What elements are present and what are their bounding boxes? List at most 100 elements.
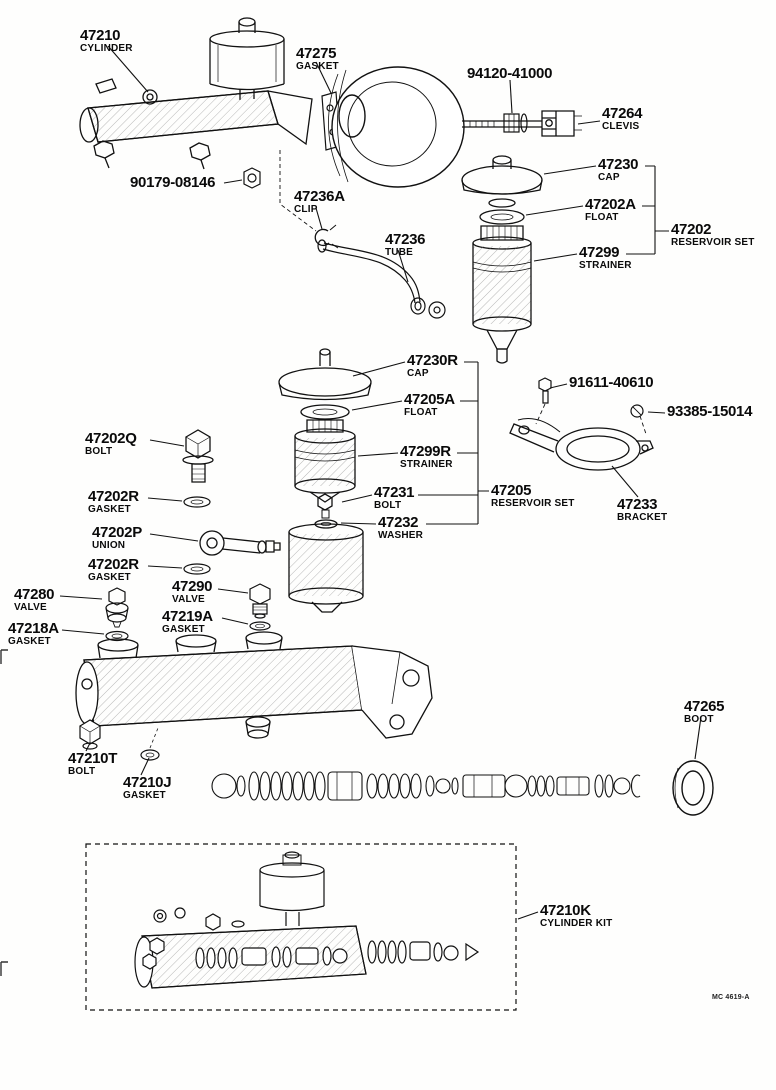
part-number: 47230 <box>598 156 639 173</box>
part-name: CAP <box>407 368 429 379</box>
part-label-93385-15014: 93385-15014 <box>667 404 752 419</box>
part-number: 47299R <box>400 443 451 460</box>
part-name: GASKET <box>296 61 339 72</box>
part-label-47202r-1: 47202R GASKET <box>88 489 139 516</box>
part-name: STRAINER <box>579 260 632 271</box>
part-number: 47290 <box>172 578 213 595</box>
part-name: CAP <box>598 172 620 183</box>
part-number: 47205 <box>491 482 532 499</box>
bracket-47233-drawing <box>509 418 654 471</box>
piston-assembly-drawing <box>211 771 641 801</box>
part-number: 90179-08146 <box>130 174 216 191</box>
part-label-47202p: 47202P UNION <box>92 525 142 552</box>
part-number: 47275 <box>296 45 337 62</box>
part-label-94120-41000: 94120-41000 <box>467 66 552 81</box>
part-label-47290: 47290 VALVE <box>172 578 213 606</box>
part-number: 47236A <box>294 188 345 205</box>
part-label-47232: 47232 WASHER <box>378 515 423 542</box>
part-label-47231: 47231 BOLT <box>374 484 415 512</box>
part-number: 47202R <box>88 488 139 505</box>
bolt-47210t-drawing <box>79 719 101 750</box>
part-label-47280: 47280 VALVE <box>14 587 55 614</box>
gasket-47218a-drawing <box>105 630 129 642</box>
part-name: CYLINDER KIT <box>540 918 613 929</box>
part-number: 93385-15014 <box>667 403 753 420</box>
part-number: 91611-40610 <box>569 374 654 391</box>
part-label-47202: 47202 RESERVOIR SET <box>671 222 755 249</box>
screw-93385-drawing <box>630 404 647 435</box>
part-name: RESERVOIR SET <box>491 498 575 509</box>
part-label-47202a: 47202A FLOAT <box>585 197 636 224</box>
part-label-47210: 47210 CYLINDER <box>80 28 133 55</box>
part-name: GASKET <box>8 636 51 647</box>
bolt-47202q-drawing <box>182 429 214 483</box>
part-number: 47218A <box>8 620 59 637</box>
part-number: 47210K <box>540 902 591 919</box>
leader-lines <box>59 45 702 920</box>
clevis-47264-drawing <box>541 110 582 137</box>
part-label-47275: 47275 GASKET <box>296 46 339 73</box>
part-name: RESERVOIR SET <box>671 237 755 248</box>
part-name: FLOAT <box>585 212 619 223</box>
part-label-47236: 47236 TUBE <box>385 231 426 259</box>
part-number: 47231 <box>374 484 415 501</box>
footer-code: MC 4619-A <box>712 994 750 1001</box>
part-name: CLIP <box>294 204 318 215</box>
part-label-47236a: 47236A CLIP <box>294 189 345 216</box>
part-name: BOOT <box>684 714 714 725</box>
part-number: 47210J <box>123 774 172 791</box>
part-name: CLEVIS <box>602 121 640 132</box>
part-label-47202q: 47202Q BOLT <box>85 431 137 458</box>
part-number: 47202P <box>92 524 142 541</box>
part-label-47219a: 47219A GASKET <box>162 609 213 636</box>
union-47202p-drawing <box>199 530 281 556</box>
valve-47280-drawing <box>105 587 129 628</box>
part-number: 47233 <box>617 496 658 513</box>
part-number: 47299 <box>579 244 620 261</box>
part-number: 47202A <box>585 196 636 213</box>
lower-cylinder-drawing <box>75 631 433 739</box>
gasket-47219a-drawing <box>249 621 271 631</box>
part-label-47210k: 47210K CYLINDER KIT <box>540 903 612 930</box>
reservoir-47205-drawing <box>278 348 372 613</box>
part-name: BOLT <box>374 500 402 511</box>
part-label-47218a: 47218A GASKET <box>8 621 59 648</box>
part-label-47210t: 47210T BOLT <box>68 751 117 778</box>
gasket-47210j-drawing <box>140 727 160 761</box>
part-label-47299r: 47299R STRAINER <box>400 444 453 471</box>
part-name: TUBE <box>385 247 414 258</box>
cylinder-kit-drawing <box>134 851 480 989</box>
part-number: 47202Q <box>85 430 137 447</box>
gasket-47202r2-drawing <box>183 563 211 575</box>
part-label-47299: 47299 STRAINER <box>579 245 632 272</box>
master-cylinder-drawing <box>79 78 313 170</box>
pushrod-drawing <box>462 113 544 133</box>
part-name: GASKET <box>88 572 131 583</box>
part-name: VALVE <box>172 594 205 605</box>
part-label-47202r-2: 47202R GASKET <box>88 557 139 584</box>
part-label-47264: 47264 CLEVIS <box>602 105 643 133</box>
part-name: VALVE <box>14 602 47 613</box>
reservoir-47202-drawing <box>461 155 543 364</box>
cylinder-kit-box <box>85 843 517 1011</box>
part-number: 47236 <box>385 231 426 248</box>
part-name: BOLT <box>68 766 96 777</box>
tube-47236-drawing <box>317 239 446 319</box>
part-label-47210j: 47210J GASKET <box>123 774 172 802</box>
part-number: 47264 <box>602 105 643 122</box>
edge-marks <box>0 649 8 976</box>
part-label-47205: 47205 RESERVOIR SET <box>491 483 575 510</box>
part-number: 47202R <box>88 556 139 573</box>
part-name: BRACKET <box>617 512 668 523</box>
part-number: 47205A <box>404 391 455 408</box>
part-number: 47210 <box>80 27 121 44</box>
part-label-47230: 47230 CAP <box>598 156 639 184</box>
bolt-91611-drawing <box>535 377 552 425</box>
part-name: WASHER <box>378 530 424 541</box>
part-name: UNION <box>92 540 126 551</box>
part-label-90179-08146: 90179-08146 <box>130 175 215 190</box>
part-label-47230r: 47230R CAP <box>407 353 458 380</box>
part-label-47233: 47233 BRACKET <box>617 497 667 524</box>
